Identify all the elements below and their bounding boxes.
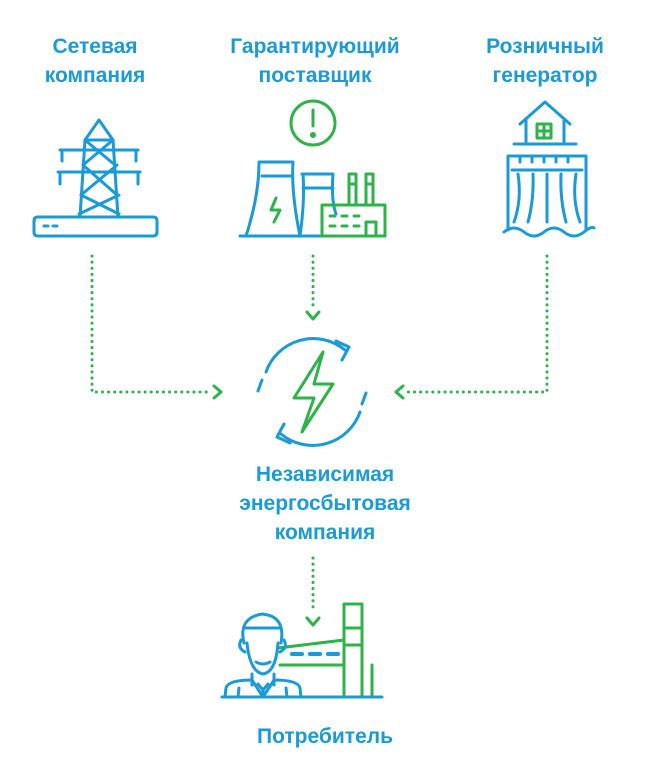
independent-company-label: Независимая энергосбытовая компания bbox=[185, 460, 465, 547]
arrowhead-left bbox=[394, 384, 405, 400]
independent-company-line2: энергосбытовая bbox=[239, 492, 411, 515]
arrowheads bbox=[212, 310, 405, 627]
connectors bbox=[90, 254, 549, 614]
retail-generator-label: Розничный генератор bbox=[460, 32, 630, 90]
network-company-label: Сетевая компания bbox=[20, 32, 170, 90]
power-plant-icon bbox=[238, 160, 387, 238]
guaranteeing-supplier-line2: поставщик bbox=[258, 64, 372, 87]
connector-network-to-center bbox=[90, 254, 214, 394]
consumer-label: Потребитель bbox=[175, 722, 475, 751]
retail-generator-line1: Розничный bbox=[486, 35, 604, 58]
guaranteeing-supplier-line1: Гарантирующий bbox=[230, 35, 400, 58]
network-company-line1: Сетевая bbox=[52, 35, 138, 58]
retail-generator-line2: генератор bbox=[492, 64, 598, 87]
worker-factory-icon bbox=[220, 602, 384, 699]
connector-retail-to-center bbox=[403, 254, 549, 394]
independent-company-line3: компания bbox=[274, 521, 376, 544]
power-tower-icon bbox=[32, 118, 159, 238]
exclamation-circle-icon bbox=[289, 99, 337, 147]
arrowhead-down-top bbox=[305, 310, 321, 321]
consumer-line1: Потребитель bbox=[256, 725, 393, 748]
network-company-line2: компания bbox=[44, 64, 146, 87]
arrowhead-right bbox=[212, 384, 223, 400]
lightning-cycle-icon bbox=[256, 337, 368, 447]
independent-company-line1: Независимая bbox=[255, 463, 395, 486]
arrowhead-down-bottom bbox=[305, 616, 321, 627]
guaranteeing-supplier-label: Гарантирующий поставщик bbox=[195, 32, 435, 90]
hydro-dam-icon bbox=[502, 100, 596, 238]
